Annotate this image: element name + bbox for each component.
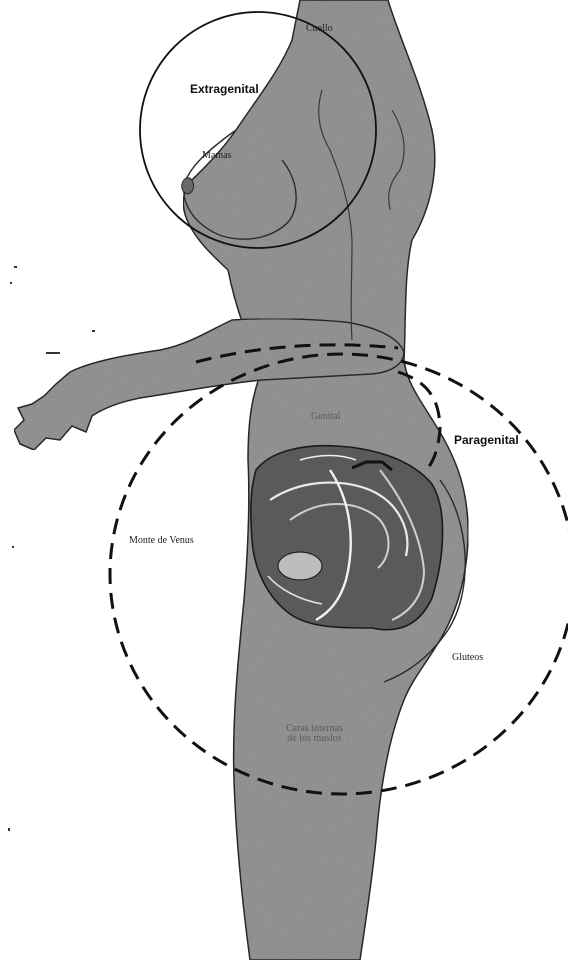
- nipple: [182, 178, 194, 194]
- paragenital-zone-label: Paragenital: [454, 434, 519, 446]
- mamas-label: Mamas: [202, 151, 231, 161]
- extragenital-zone-label: Extragenital: [190, 83, 259, 95]
- caras-internas-label: Caras internas de los muslos: [286, 724, 343, 744]
- genital-zone-label: Genital: [311, 412, 340, 422]
- caras-internas-line2: de los muslos: [286, 734, 343, 744]
- pelvic-cross-section: [251, 446, 443, 630]
- monte-de-venus-label: Monte de Venus: [129, 536, 194, 546]
- cuello-label: Cuello: [306, 24, 333, 34]
- gluteos-label: Gluteos: [452, 653, 483, 663]
- scan-marks: [8, 266, 95, 831]
